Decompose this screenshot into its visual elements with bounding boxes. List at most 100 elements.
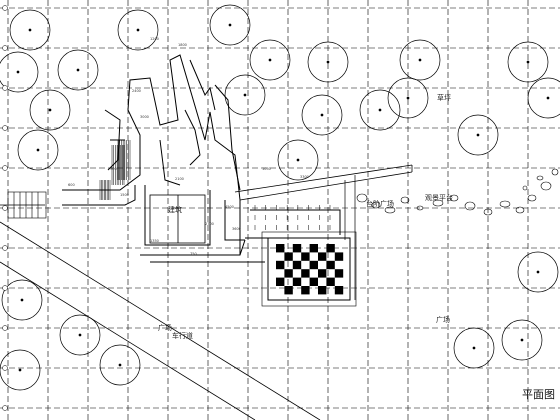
dimension-text: 3300 [300,175,309,179]
boulder [499,200,511,208]
checker-tile [318,286,327,295]
checker-tile [326,260,335,270]
dimension-text: 3600 [232,227,241,231]
boulder [356,193,368,203]
grid-axis-bubble [2,5,8,11]
checker-tile [301,269,310,278]
label-lawn: 草坪 [437,93,451,102]
checker-tile [284,252,293,261]
checker-tile [334,252,344,261]
checker-tile [276,277,285,286]
tree-symbol [527,77,560,119]
grid-axis-bubble [2,45,8,51]
grid-axis-bubble [2,245,8,251]
checker-tile [309,260,318,270]
tree-symbol [387,77,429,119]
checker-tile [284,269,293,278]
boulder [540,181,552,191]
checker-tile [292,260,302,270]
stair-hatches [99,140,331,230]
tree-symbol [224,74,266,116]
tree-symbol [9,9,51,51]
boulder [551,168,559,176]
grid-axis-bubble [2,125,8,131]
checker-tile [292,277,302,286]
label-platform: 观景平台 [425,193,453,202]
checker-plaza [261,231,357,307]
tree-symbol [249,39,291,81]
dimension-text: 2400 [132,89,141,93]
tree-symbol [59,314,101,356]
tree-symbol [359,89,401,131]
boulder [371,201,381,209]
grid-axis-bubble [2,405,8,411]
checker-tile [318,269,327,278]
tree-symbol [117,9,159,51]
dimension-text: 1350 [150,239,159,243]
boulder [536,175,544,181]
tree-symbol [307,41,349,83]
tree-symbol [453,327,495,369]
road-edges [0,204,321,420]
dimension-text: 4500 [225,205,234,209]
building-walls [62,54,350,263]
grid-axis-bubble [2,85,8,91]
label-square: 广场 [436,315,450,324]
grid-axis-bubble [2,165,8,171]
dimension-text: 2100 [175,177,184,181]
label-building: 建筑 [168,205,182,214]
checker-tile [334,286,344,295]
drawing-title: 平面图 [522,388,555,401]
label-stair: 台阶广场 [366,199,394,208]
checker-tile [318,252,327,261]
tree-symbol [1,279,43,321]
checker-tile [334,269,344,278]
tree-symbol [0,51,39,93]
tree-symbol [399,39,441,81]
boulder [432,199,444,207]
boulder [527,194,537,202]
boulder [449,194,459,202]
boulder [483,208,493,216]
left-stair [7,191,47,219]
boulder [464,201,476,211]
dimension-text: 1500 [120,193,129,197]
dimension-text: 600 [68,183,75,187]
tree-symbol [277,139,319,181]
grid-axis-bubble [2,285,8,291]
tree-symbol [57,49,99,91]
dimension-text: 750 [190,252,197,256]
boulder [416,205,424,211]
dimension-text: 3000 [140,115,149,119]
tree-symbol [99,344,141,386]
tree-symbol [0,349,41,391]
dimension-text: 1200 [150,37,159,41]
checker-tile [276,244,285,253]
dimension-text: 1050 [262,167,271,171]
tree-symbol [507,41,549,83]
boulder [384,206,396,214]
checker-tile [301,286,310,295]
plaza-right-edge [344,175,356,300]
tree-symbol [501,319,543,361]
building-inner [149,194,206,244]
label-road: 车行道 [172,331,193,340]
dimension-text: 900 [110,167,117,171]
tree-symbol [29,89,71,131]
boulder [400,196,410,204]
boulder [522,185,528,191]
checker-tile [309,244,318,253]
checker-tile [326,277,335,286]
boulder [515,206,525,214]
walkway [234,164,413,201]
dimension-labels: 1200 1800 2400 3000 900 600 1500 2100 4500 3600 75… [68,37,309,256]
tree-symbol [301,94,343,136]
boulders [356,168,559,216]
grid-axis-bubble [2,205,8,211]
checker-tile [292,244,302,253]
checker-tile [301,252,310,261]
checker-tile [276,260,285,270]
dimension-text: 1800 [178,43,187,47]
tree-symbol [17,129,59,171]
